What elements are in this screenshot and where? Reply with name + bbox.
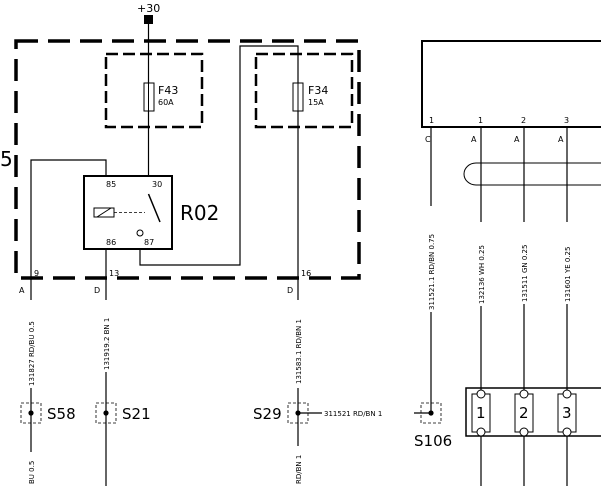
connector-letter-9: A bbox=[19, 286, 25, 295]
right-wire-3-label: 131601 YE 0.25 bbox=[564, 247, 572, 302]
splice-s21-label: S21 bbox=[122, 405, 151, 423]
right-pin-0: 1 bbox=[429, 116, 434, 125]
wire-9-label: 131827 RD/BU 0.5 bbox=[28, 321, 36, 386]
splice-s58-box bbox=[20, 402, 42, 424]
fuse-f34-housing bbox=[254, 52, 354, 129]
wire-16-label: 131583.1 RD/BN 1 bbox=[295, 319, 303, 384]
main-unit-outline bbox=[14, 39, 361, 280]
right-pin-1: 1 bbox=[478, 116, 483, 125]
box-pin-16: 16 bbox=[301, 269, 311, 278]
relay-contact-87 bbox=[136, 229, 144, 237]
relay-pin-87: 87 bbox=[144, 238, 154, 247]
connector-letter-13: D bbox=[94, 286, 100, 295]
relay-pin-86: 86 bbox=[106, 238, 116, 247]
right-letter-1: A bbox=[471, 135, 477, 144]
relay-r02-id: R02 bbox=[180, 201, 219, 225]
right-wire-0-label: 311521.1 RD/BN 0.75 bbox=[428, 234, 436, 310]
right-letter-2: A bbox=[514, 135, 520, 144]
splice-s21-dot bbox=[103, 410, 109, 416]
wire-13-label-bg bbox=[100, 300, 112, 372]
right-wire-2-label-bg bbox=[518, 222, 530, 304]
wire-13-label: 131919.2 BN 1 bbox=[103, 318, 111, 370]
fuse-f43-id: F43 bbox=[158, 84, 178, 97]
fuse-f43-rating: 60A bbox=[158, 98, 174, 107]
wire-16-label-bg bbox=[292, 300, 304, 388]
right-wire-1-label-bg bbox=[475, 222, 487, 306]
wire-9-bottom-label: BU 0.5 bbox=[28, 461, 36, 484]
right-wire-3-label-bg bbox=[561, 222, 573, 304]
wire-16-bottom-label-bg bbox=[292, 446, 304, 486]
right-pin-2: 2 bbox=[521, 116, 526, 125]
wire-9-bottom-label-bg bbox=[25, 452, 37, 486]
terminal-3-top-screw bbox=[562, 389, 572, 399]
box-pin-9: 9 bbox=[34, 269, 39, 278]
terminal-2-label: 2 bbox=[519, 404, 529, 422]
terminal-block-outline bbox=[465, 387, 601, 437]
relay-pin-30: 30 bbox=[152, 180, 162, 189]
splice-s21-box bbox=[95, 402, 117, 424]
relay-87-to-f34-wire bbox=[139, 45, 299, 266]
splice-s106-label: S106 bbox=[414, 432, 452, 450]
wire-16-bottom-label: RD/BN 1 bbox=[295, 455, 303, 484]
wire-9-label-bg bbox=[25, 300, 37, 388]
box-pin-13: 13 bbox=[109, 269, 119, 278]
right-letter-0: C bbox=[425, 135, 431, 144]
fuse-f34-rating: 15A bbox=[308, 98, 324, 107]
pin9-to-relay85-wire bbox=[30, 159, 107, 278]
terminal-2-bottom-screw bbox=[519, 427, 529, 437]
fuse-f34-id: F34 bbox=[308, 84, 328, 97]
cable-shield-oval bbox=[463, 162, 601, 186]
terminal-3-bottom-screw bbox=[562, 427, 572, 437]
right-letter-3: A bbox=[558, 135, 564, 144]
right-wire-1-label: 132136 WH 0.25 bbox=[478, 245, 486, 304]
main-unit-label: 5 bbox=[0, 147, 13, 171]
splice-link-label-bg bbox=[322, 407, 414, 419]
splice-link-label: 311521 RD/BN 1 bbox=[324, 410, 382, 418]
terminal-1-label: 1 bbox=[476, 404, 486, 422]
splice-s58-label: S58 bbox=[47, 405, 76, 423]
right-wire-0-label-bg bbox=[425, 206, 437, 312]
terminal-2: 2 bbox=[514, 389, 534, 437]
relay-coil-slash bbox=[96, 207, 112, 218]
power-label: +30 bbox=[137, 2, 160, 15]
right-unit-outline bbox=[421, 40, 601, 128]
relay-pin-85: 85 bbox=[106, 180, 116, 189]
terminal-1-top-screw bbox=[476, 389, 486, 399]
connector-letter-16: D bbox=[287, 286, 293, 295]
terminal-3: 3 bbox=[557, 389, 577, 437]
terminal-2-top-screw bbox=[519, 389, 529, 399]
power-terminal bbox=[144, 15, 153, 24]
splice-s29-label: S29 bbox=[253, 405, 282, 423]
relay-contact-arm bbox=[147, 193, 161, 223]
terminal-3-label: 3 bbox=[562, 404, 572, 422]
right-wire-2-label: 131511 GN 0.25 bbox=[521, 245, 529, 302]
splice-s58-dot bbox=[28, 410, 34, 416]
terminal-1-bottom-screw bbox=[476, 427, 486, 437]
right-pin-3: 3 bbox=[564, 116, 569, 125]
terminal-1: 1 bbox=[471, 389, 491, 437]
